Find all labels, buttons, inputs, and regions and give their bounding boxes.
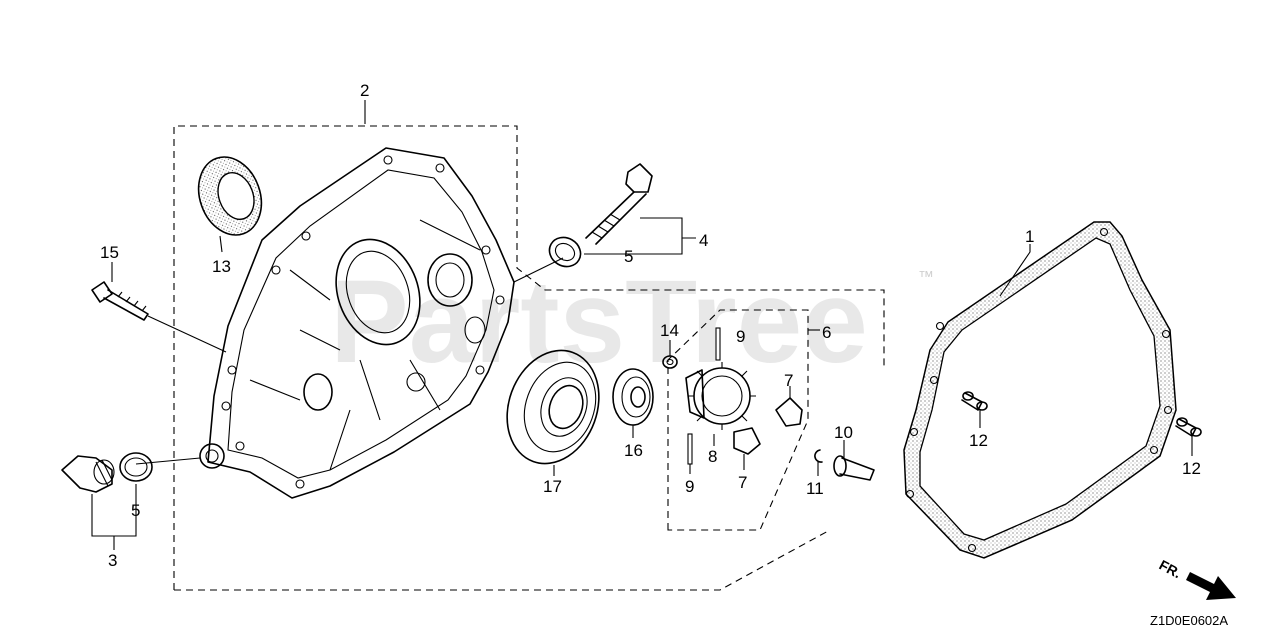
- governor-gear: [685, 362, 756, 430]
- watermark-tm: ™: [918, 269, 934, 286]
- leader-lines: [91, 100, 1193, 550]
- governor-weight-upper: [775, 397, 803, 427]
- assembly-frame-2: [173, 125, 885, 591]
- front-arrow-icon: [1186, 572, 1236, 600]
- circlip: [814, 449, 823, 463]
- callout-5-right[interactable]: 5: [624, 247, 633, 266]
- callout-10[interactable]: 10: [834, 423, 853, 442]
- callout-6[interactable]: 6: [822, 323, 831, 342]
- callout-13[interactable]: 13: [212, 257, 231, 276]
- callout-11[interactable]: 11: [806, 479, 824, 498]
- ball-bearing-small: [612, 368, 654, 426]
- dowel-pin-left: [961, 391, 988, 411]
- callout-1[interactable]: 1: [1025, 227, 1034, 246]
- diagram-code: Z1D0E0602A: [1150, 613, 1228, 628]
- flange-bolt: [91, 281, 149, 321]
- callout-3[interactable]: 3: [108, 551, 117, 570]
- callout-14[interactable]: 14: [660, 321, 679, 340]
- o-ring-left: [119, 452, 153, 482]
- governor-holder-pin: [833, 455, 875, 481]
- callout-9-lower[interactable]: 9: [685, 477, 694, 496]
- crankcase-cover: [199, 147, 515, 499]
- callout-9-upper[interactable]: 9: [736, 327, 745, 346]
- callout-17[interactable]: 17: [543, 477, 562, 496]
- callout-12-left[interactable]: 12: [969, 431, 988, 450]
- callout-8[interactable]: 8: [708, 447, 717, 466]
- callout-15[interactable]: 15: [100, 243, 119, 262]
- callout-2[interactable]: 2: [360, 81, 369, 100]
- callouts: 1 2 3 4 5 5 6 7 7 8 9 9 10 11 12 12 13 1…: [100, 81, 1201, 570]
- callout-16[interactable]: 16: [624, 441, 643, 460]
- oil-filler-cap: [61, 455, 115, 493]
- callout-5-left[interactable]: 5: [131, 501, 140, 520]
- governor-weight-lower: [733, 427, 761, 455]
- front-direction-indicator: FR.: [1157, 557, 1236, 600]
- oil-dipstick: [585, 163, 653, 245]
- gasket: [903, 221, 1177, 559]
- watermark-text: PartsTree: [330, 256, 868, 388]
- front-label: FR.: [1157, 557, 1184, 582]
- callout-7-upper[interactable]: 7: [784, 371, 793, 390]
- watermark: PartsTree ™: [330, 256, 934, 388]
- pin-lower: [687, 433, 693, 465]
- callout-12-right[interactable]: 12: [1182, 459, 1201, 478]
- pin-upper: [715, 327, 721, 361]
- oil-seal: [197, 156, 263, 236]
- callout-7-lower[interactable]: 7: [738, 473, 747, 492]
- callout-4[interactable]: 4: [699, 231, 708, 250]
- dowel-pin-right: [1175, 417, 1202, 437]
- ball-bearing-large: [506, 349, 600, 465]
